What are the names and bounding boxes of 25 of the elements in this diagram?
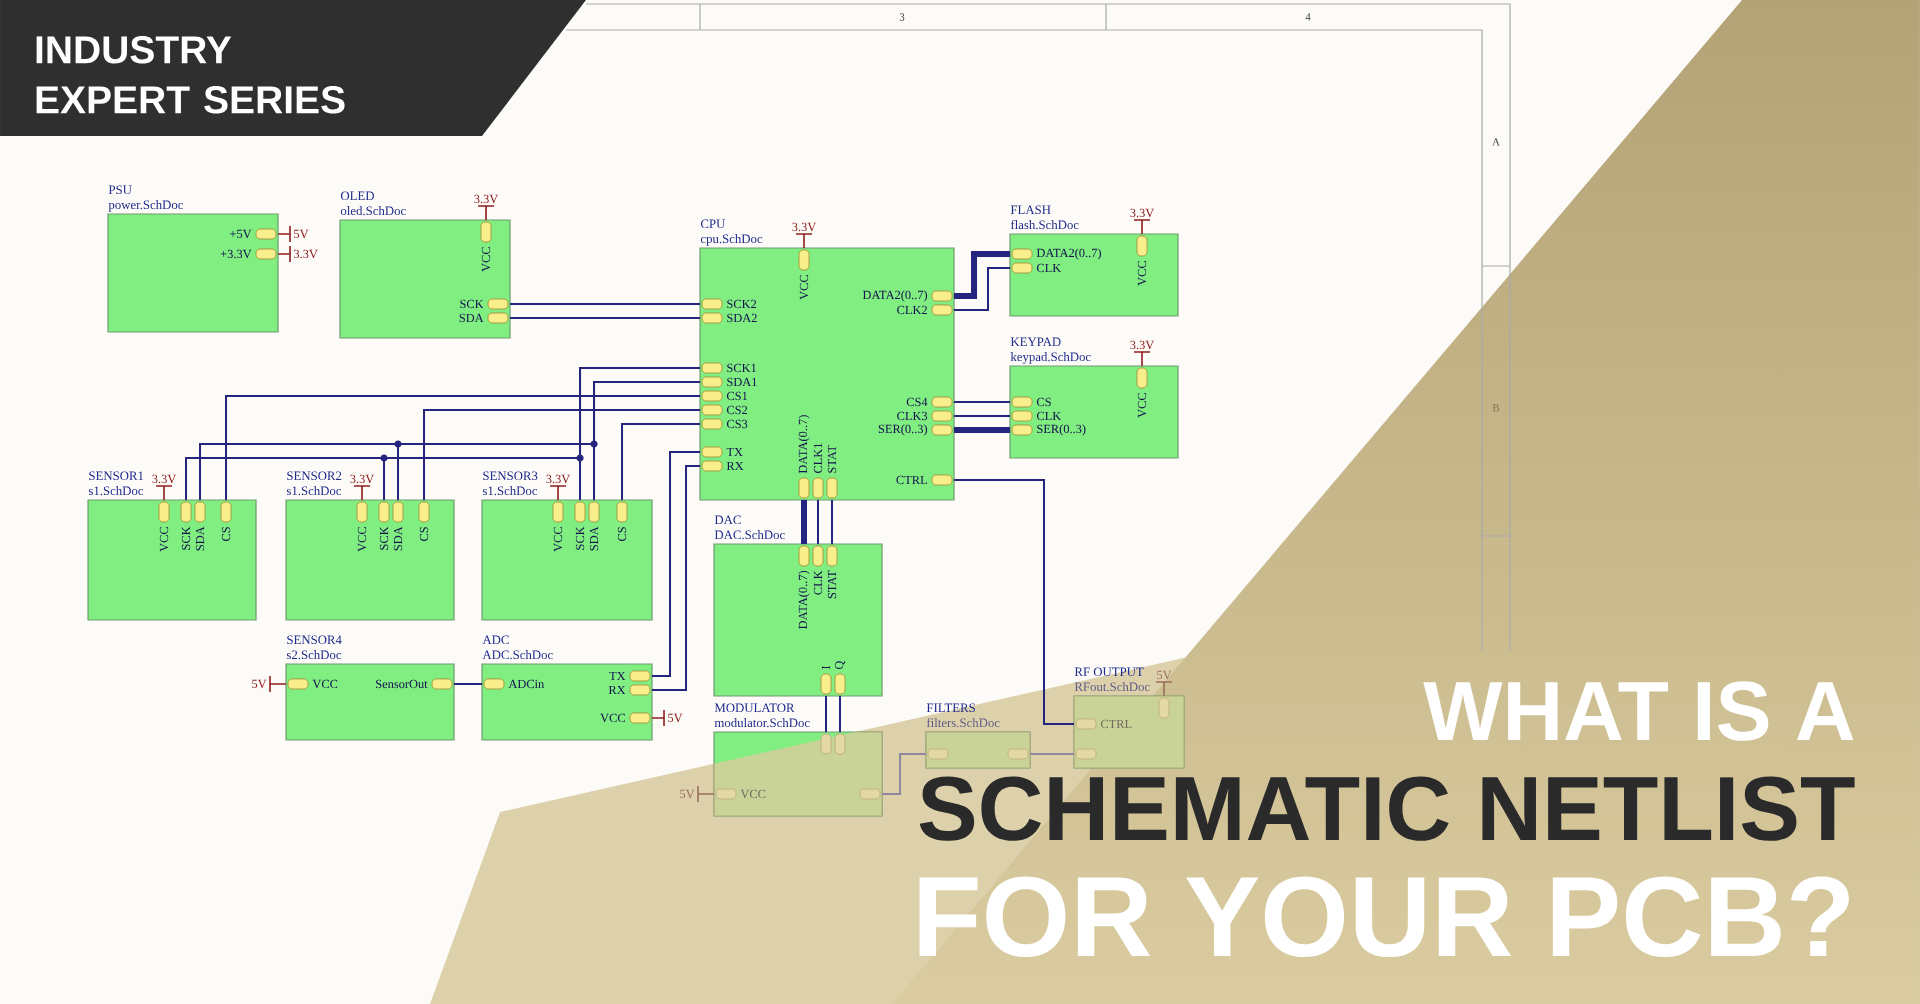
headline: FOR YOUR PCB? bbox=[919, 876, 1849, 958]
headline: WHAT IS A bbox=[1423, 681, 1854, 741]
headline: SCHEMATIC NETLIST bbox=[919, 776, 1855, 841]
wire bbox=[423, 409, 701, 501]
wire bbox=[839, 695, 841, 733]
bus-line bbox=[801, 500, 807, 544]
wire bbox=[953, 401, 1011, 403]
bus-line bbox=[954, 427, 1010, 433]
wire bbox=[509, 303, 701, 305]
wire bbox=[881, 753, 927, 795]
wire bbox=[953, 415, 1011, 417]
wire bbox=[453, 683, 483, 685]
wire bbox=[621, 423, 701, 501]
wire bbox=[953, 479, 1075, 725]
bus-line bbox=[954, 251, 1010, 299]
wire bbox=[225, 395, 701, 501]
banner: INDUSTRY EXPERT SERIES bbox=[0, 0, 586, 136]
wire bbox=[579, 367, 701, 501]
wire bbox=[953, 267, 1011, 311]
wire bbox=[593, 381, 701, 501]
wire bbox=[509, 317, 701, 319]
wire bbox=[831, 499, 833, 545]
wire bbox=[825, 695, 827, 733]
wire bbox=[817, 499, 819, 545]
wire bbox=[1029, 753, 1075, 755]
